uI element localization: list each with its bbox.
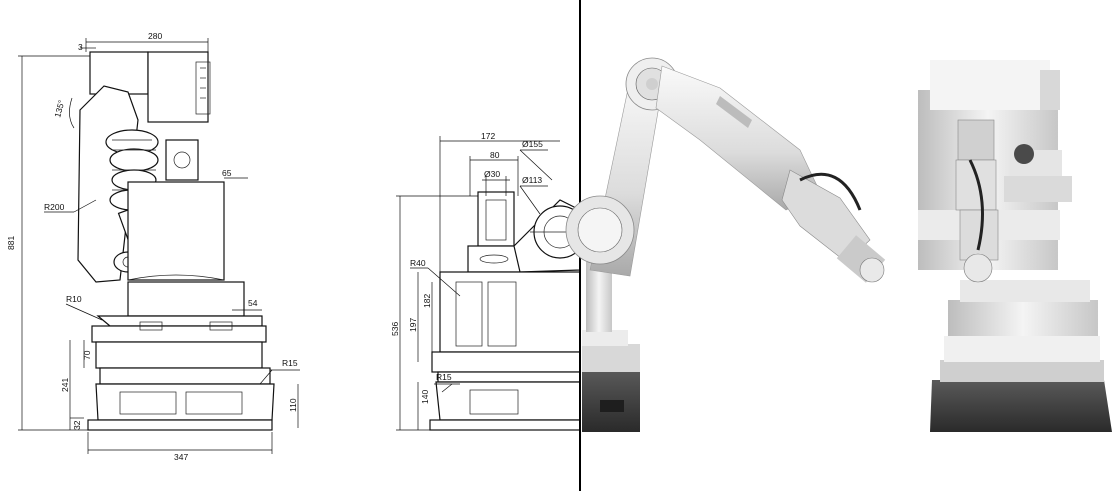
dim-phi30: Ø30 bbox=[484, 169, 500, 179]
dim-r15-middle: R15 bbox=[436, 372, 452, 382]
base-foot bbox=[87, 419, 273, 431]
base-lower bbox=[95, 383, 275, 421]
rendered-robot-arm bbox=[565, 57, 886, 432]
dim-3: 3 bbox=[78, 42, 83, 52]
middle-technical-drawing: 172 Ø155 80 Ø30 Ø113 R40 182 197 536 R15… bbox=[390, 131, 587, 431]
dim-r200: R200 bbox=[44, 202, 65, 212]
dim-phi155: Ø155 bbox=[522, 139, 543, 149]
motor-housing bbox=[147, 51, 209, 123]
dim-r10: R10 bbox=[66, 294, 82, 304]
dim-241: 241 bbox=[60, 378, 70, 392]
dim-135-deg: 135° bbox=[52, 99, 66, 119]
dim-280: 280 bbox=[148, 31, 162, 41]
turntable-plate bbox=[91, 325, 267, 343]
dim-197: 197 bbox=[408, 318, 418, 332]
dim-r40: R40 bbox=[410, 258, 426, 268]
dim-phi113: Ø113 bbox=[522, 175, 542, 185]
column-block bbox=[127, 181, 225, 281]
dim-70: 70 bbox=[82, 350, 92, 360]
dim-r15: R15 bbox=[282, 358, 298, 368]
column-body bbox=[439, 271, 581, 353]
dim-182: 182 bbox=[422, 294, 432, 308]
dim-536: 536 bbox=[390, 322, 400, 336]
dim-80: 80 bbox=[490, 150, 500, 160]
shoulder-housing bbox=[89, 51, 149, 95]
dim-110: 110 bbox=[288, 398, 298, 412]
rendered-robot-side bbox=[918, 60, 1112, 432]
dim-32: 32 bbox=[72, 420, 82, 430]
base-upper bbox=[95, 341, 263, 369]
riser bbox=[127, 281, 245, 317]
wrist-flange bbox=[477, 191, 515, 247]
dim-65: 65 bbox=[222, 168, 232, 178]
dim-54: 54 bbox=[248, 298, 258, 308]
sensor-box bbox=[165, 139, 199, 181]
dim-881: 881 bbox=[6, 236, 16, 250]
dim-140: 140 bbox=[420, 390, 430, 404]
dim-347: 347 bbox=[174, 452, 188, 462]
left-technical-drawing: 881 280 3 135° 65 R200 R10 54 R15 110 70… bbox=[6, 31, 300, 462]
dim-172: 172 bbox=[481, 131, 495, 141]
